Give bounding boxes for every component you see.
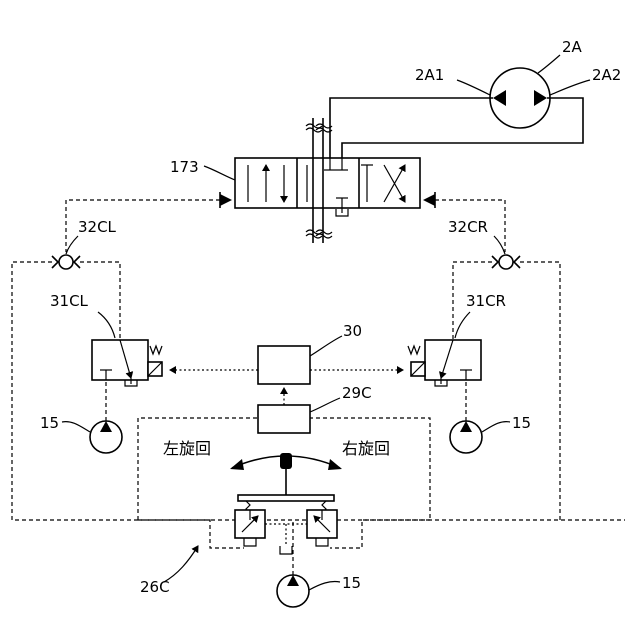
- control-valve-leader: [204, 166, 235, 180]
- solenoid-right-label: 31CR: [466, 292, 506, 310]
- pump-right-leader: [482, 422, 510, 432]
- motor-port-1-label: 2A1: [415, 66, 444, 84]
- controller-30: [258, 346, 310, 384]
- pump-bottom-leader: [309, 581, 340, 590]
- motor-port-2-leader: [550, 80, 590, 95]
- right-swing-label: 右旋回: [342, 439, 390, 458]
- shuttle-left-label: 32CL: [78, 218, 117, 236]
- solenoid-right-leader: [455, 312, 470, 338]
- pump-right-label: 15: [512, 414, 531, 432]
- solenoid-left-label: 31CL: [50, 292, 89, 310]
- controller-label: 30: [343, 322, 362, 340]
- solenoid-left-leader: [98, 312, 115, 338]
- controller-leader: [310, 336, 342, 356]
- shuttle-right-label: 32CR: [448, 218, 488, 236]
- pump-left-leader: [62, 422, 90, 432]
- motor-leader-line: [538, 55, 560, 73]
- sensor-leader: [310, 398, 340, 412]
- operation-device-leader: [164, 546, 198, 582]
- shuttle-left-leader: [66, 236, 78, 254]
- solenoid-valve-31cr: [408, 340, 481, 386]
- operation-lever-26c: [230, 453, 342, 554]
- pump-left: [90, 380, 122, 453]
- pump-left-label: 15: [40, 414, 59, 432]
- control-valve-173: [220, 158, 435, 216]
- shuttle-valve-32cl: [52, 255, 80, 269]
- shuttle-right-leader: [494, 236, 505, 254]
- control-valve-label: 173: [170, 158, 199, 176]
- shuttle-valve-32cr: [492, 255, 520, 269]
- sensor-label: 29C: [342, 384, 372, 402]
- sensor-29c: [258, 405, 310, 433]
- motor-port-2-label: 2A2: [592, 66, 621, 84]
- pump-bottom: [277, 520, 309, 607]
- pump-right: [450, 380, 482, 453]
- pump-bottom-label: 15: [342, 574, 361, 592]
- solenoid-valve-31cl: [92, 340, 162, 386]
- motor-label: 2A: [562, 38, 583, 56]
- main-hydraulic-lines: [330, 98, 583, 158]
- left-swing-label: 左旋回: [163, 439, 211, 458]
- motor-port-1-leader: [457, 80, 490, 95]
- hydraulic-motor-2a: [490, 68, 550, 128]
